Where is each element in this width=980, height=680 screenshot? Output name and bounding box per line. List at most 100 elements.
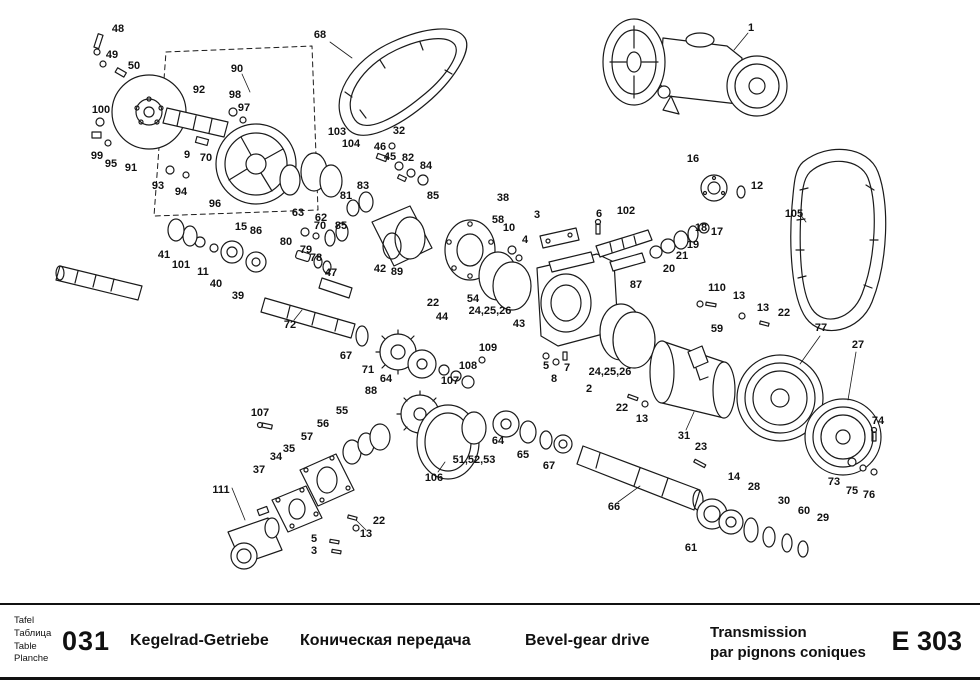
part-label-82: 82 — [402, 152, 414, 164]
part-label-39: 39 — [232, 290, 244, 302]
part-label-101: 101 — [172, 259, 190, 271]
plate-word-ru: Таблица — [14, 627, 52, 639]
part-label-22: 22 — [616, 402, 628, 414]
part-label-6: 6 — [596, 208, 602, 220]
part-label-60: 60 — [798, 505, 810, 517]
part-label-17: 17 — [711, 226, 723, 238]
part-label-7: 7 — [564, 362, 570, 374]
part-label-57: 57 — [301, 431, 313, 443]
hub-16 — [700, 174, 746, 202]
hardware-cluster-32 — [375, 142, 429, 186]
part-label-49: 49 — [106, 49, 118, 61]
part-label-81: 81 — [340, 190, 352, 202]
part-label-59: 59 — [711, 323, 723, 335]
exploded-diagram: 4849509068192989710010310432464582841612… — [55, 18, 887, 570]
part-label-99: 99 — [91, 150, 103, 162]
part-label-56: 56 — [317, 418, 329, 430]
part-label-84: 84 — [420, 160, 433, 172]
part-label-22: 22 — [373, 515, 385, 527]
title-french: Transmission par pignons coniques — [710, 623, 866, 662]
part-label-109: 109 — [479, 342, 497, 354]
bearing-carrier-42-89 — [371, 205, 433, 267]
plate-word-fr: Planche — [14, 653, 49, 665]
title-french-line1: Transmission — [710, 624, 807, 641]
part-label-98: 98 — [229, 89, 241, 101]
part-label-24_25_26: 24,25,26 — [469, 305, 512, 317]
part-label-90: 90 — [231, 63, 243, 75]
part-label-64: 64 — [492, 435, 505, 447]
plate-number: 031 — [62, 626, 111, 656]
title-english: Bevel-gear drive — [525, 632, 650, 649]
part-label-22: 22 — [427, 297, 439, 309]
part-label-44: 44 — [436, 311, 449, 323]
small-parts-15-86-39-40 — [167, 218, 267, 273]
part-label-30: 30 — [778, 495, 790, 507]
part-label-62: 62 — [315, 212, 327, 224]
part-label-20: 20 — [663, 263, 675, 275]
part-label-74: 74 — [872, 415, 885, 427]
part-label-91: 91 — [125, 162, 137, 174]
part-label-21: 21 — [676, 250, 688, 262]
part-label-43: 43 — [513, 318, 525, 330]
part-label-28: 28 — [748, 481, 760, 493]
part-label-103: 103 — [328, 126, 346, 138]
part-label-68: 68 — [314, 29, 326, 41]
pump-111 — [227, 505, 283, 570]
part-label-3: 3 — [534, 209, 540, 221]
part-label-76: 76 — [863, 489, 875, 501]
part-label-55: 55 — [336, 405, 348, 417]
part-label-48: 48 — [112, 23, 124, 35]
part-label-71: 71 — [362, 364, 374, 376]
part-label-8: 8 — [551, 373, 557, 385]
leader-lines — [231, 32, 857, 531]
part-label-86: 86 — [250, 225, 262, 237]
spline-shaft-left-72 — [55, 265, 143, 301]
part-label-13: 13 — [636, 413, 648, 425]
ring-gear-106 — [416, 404, 487, 480]
part-label-40: 40 — [210, 278, 222, 290]
part-label-5: 5 — [311, 533, 317, 545]
part-label-12: 12 — [751, 180, 763, 192]
assembled-gearbox-unit — [602, 18, 788, 117]
bearing-set-61 — [696, 498, 809, 558]
brake-disc-assembly — [91, 33, 301, 205]
part-label-50: 50 — [128, 60, 140, 72]
part-label-67: 67 — [340, 350, 352, 362]
part-label-14: 14 — [728, 471, 741, 483]
vee-belt-68 — [338, 28, 468, 136]
catalog-footer: Tafel Таблица Table Planche 031 Kegelrad… — [0, 603, 980, 680]
part-label-31: 31 — [678, 430, 690, 442]
part-label-94: 94 — [175, 186, 188, 198]
part-label-22: 22 — [778, 307, 790, 319]
hub-train-64-65-67 — [492, 410, 573, 454]
pulley-27 — [804, 398, 882, 476]
part-label-108: 108 — [459, 360, 477, 372]
title-german: Kegelrad-Getriebe — [130, 632, 269, 649]
part-label-24_25_26: 24,25,26 — [589, 366, 632, 378]
part-label-85: 85 — [427, 190, 439, 202]
part-label-35: 35 — [283, 443, 295, 455]
part-label-15: 15 — [235, 221, 247, 233]
part-label-1: 1 — [748, 22, 754, 34]
part-label-61: 61 — [685, 542, 697, 554]
title-russian: Коническая передача — [300, 632, 471, 649]
part-label-2: 2 — [586, 383, 592, 395]
part-label-9: 9 — [184, 149, 190, 161]
bevel-gear-pair-71-64 — [375, 329, 568, 389]
part-label-5: 5 — [543, 360, 549, 372]
flange-assembly-lower-left — [256, 421, 391, 555]
part-label-85: 85 — [335, 220, 347, 232]
part-label-45: 45 — [384, 151, 396, 163]
part-label-110: 110 — [708, 282, 726, 294]
part-label-13: 13 — [360, 528, 372, 540]
part-label-72: 72 — [284, 319, 296, 331]
washers-81-83-85 — [295, 191, 374, 299]
page-code: E 303 — [891, 626, 962, 656]
part-label-65: 65 — [517, 449, 529, 461]
title-french-line2: par pignons coniques — [710, 643, 866, 661]
part-label-63: 63 — [292, 207, 304, 219]
part-label-3: 3 — [311, 545, 317, 557]
main-shaft-72 — [260, 297, 369, 347]
